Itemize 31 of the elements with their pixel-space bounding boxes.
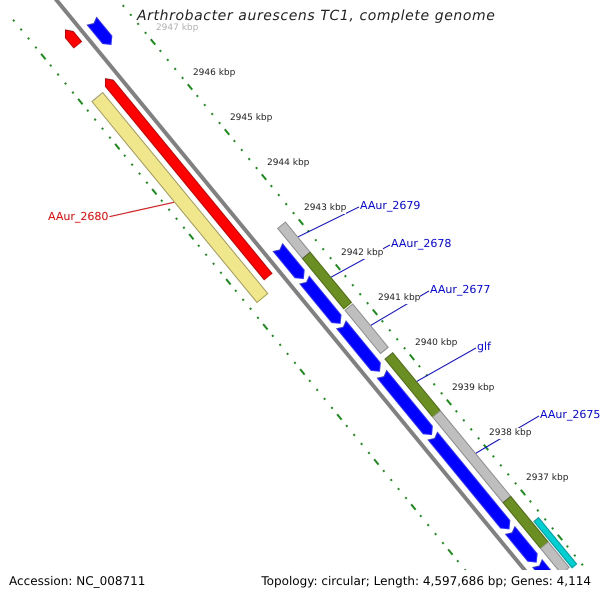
gene-feature [504, 526, 538, 563]
leader-line [298, 206, 360, 238]
gene-feature [64, 29, 82, 49]
gene-label: AAur_2678 [391, 237, 452, 250]
scale-label: 2943 kbp [304, 203, 346, 214]
scale-label: 2938 kbp [489, 428, 532, 440]
gene-feature [86, 16, 112, 45]
scale-label: 2947 kbp [156, 22, 198, 34]
gene-feature [540, 541, 570, 570]
gene-feature [336, 320, 381, 372]
leader-line [416, 347, 476, 382]
accession-label: Accession: NC_008711 [9, 574, 146, 588]
leader-line [108, 202, 175, 218]
gene-label: AAur_2675 [540, 408, 600, 422]
scale-label: 2939 kbp [452, 383, 494, 394]
diagram-title: Arthrobacter aurescens TC1, complete genome [137, 8, 496, 24]
scale-label: 2945 kbp [230, 113, 272, 124]
gene-label: AAur_2680 [48, 210, 108, 224]
scale-label: 2941 kbp [378, 293, 420, 304]
gene-feature [532, 558, 552, 570]
scale-label: 2946 kbp [192, 68, 236, 79]
gene-feature [299, 275, 342, 324]
gene-feature [376, 370, 433, 436]
scale-label: 2940 kbp [414, 338, 458, 350]
scale-label: 2944 kbp [266, 158, 310, 169]
genome-stats-label: Topology: circular; Length: 4,597,686 bp; Genes: 4,114 [261, 574, 591, 588]
scale-label: 2942 kbp [340, 248, 384, 259]
gene-label: AAur_2677 [430, 283, 490, 296]
gene-label: glf [477, 340, 491, 354]
scale-label: 2937 kbp [526, 473, 568, 484]
gene-label: AAur_2679 [360, 199, 420, 212]
